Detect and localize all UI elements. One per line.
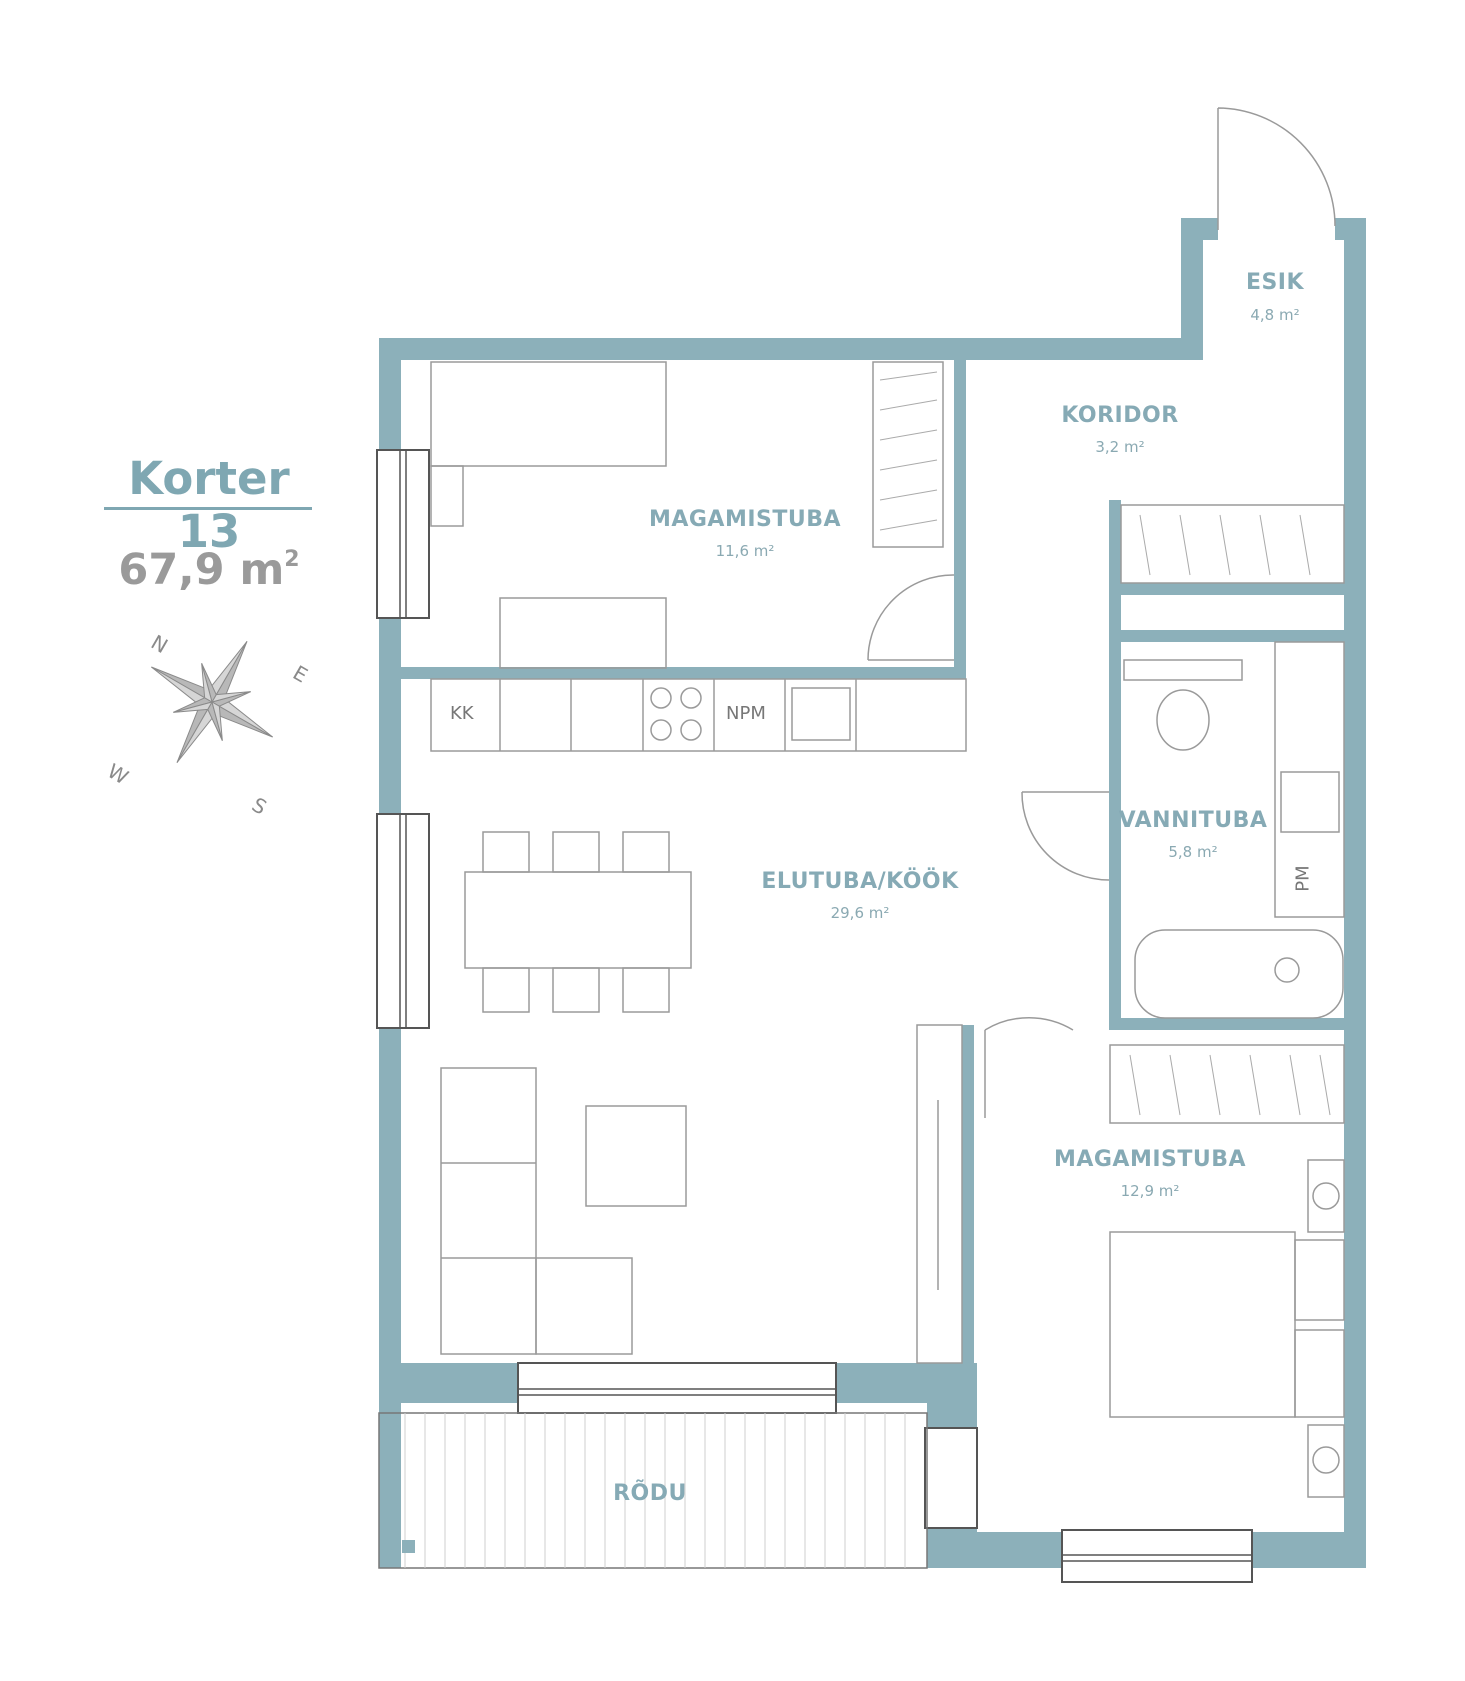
window-details <box>399 450 1252 1562</box>
total-area-value: 67,9 m <box>118 545 285 595</box>
room-esik-area: 4,8 m² <box>1250 306 1300 324</box>
windows <box>376 449 1253 1583</box>
room-living-name: ELUTUBA/KÖÖK <box>761 869 959 894</box>
doors <box>867 107 1336 1118</box>
total-area-sup: 2 <box>284 547 300 572</box>
room-bath-name: VANNITUBA <box>1118 808 1268 833</box>
total-area: 67,9 m2 <box>104 545 314 595</box>
room-koridor-name: KORIDOR <box>1061 403 1179 428</box>
room-outlines <box>378 361 1345 1569</box>
room-bedroom1-name: MAGAMISTUBA <box>648 507 842 532</box>
apartment-title: Korter 13 <box>128 452 290 558</box>
room-bedroom2-name: MAGAMISTUBA <box>1053 1147 1247 1172</box>
room-koridor-area: 3,2 m² <box>1095 438 1145 456</box>
room-bath-area: 5,8 m² <box>1168 843 1218 861</box>
room-living-area: 29,6 m² <box>830 904 890 922</box>
balcony-decking <box>404 1413 906 1568</box>
room-balcony-name: RÕDU <box>613 1481 687 1506</box>
room-bedroom2-area: 12,9 m² <box>1120 1182 1180 1200</box>
room-esik-name: ESIK <box>1245 270 1305 295</box>
fixture-pm-label: PM <box>1292 865 1314 892</box>
fixture-kk-label: KK <box>450 703 474 724</box>
drain-marker <box>402 1540 415 1553</box>
room-bedroom1-area: 11,6 m² <box>715 542 775 560</box>
wardrobe-hangers <box>879 371 1331 1116</box>
title-underline <box>104 507 312 510</box>
fixture-npm-label: NPM <box>726 703 766 724</box>
compass-rose-icon <box>151 641 273 763</box>
